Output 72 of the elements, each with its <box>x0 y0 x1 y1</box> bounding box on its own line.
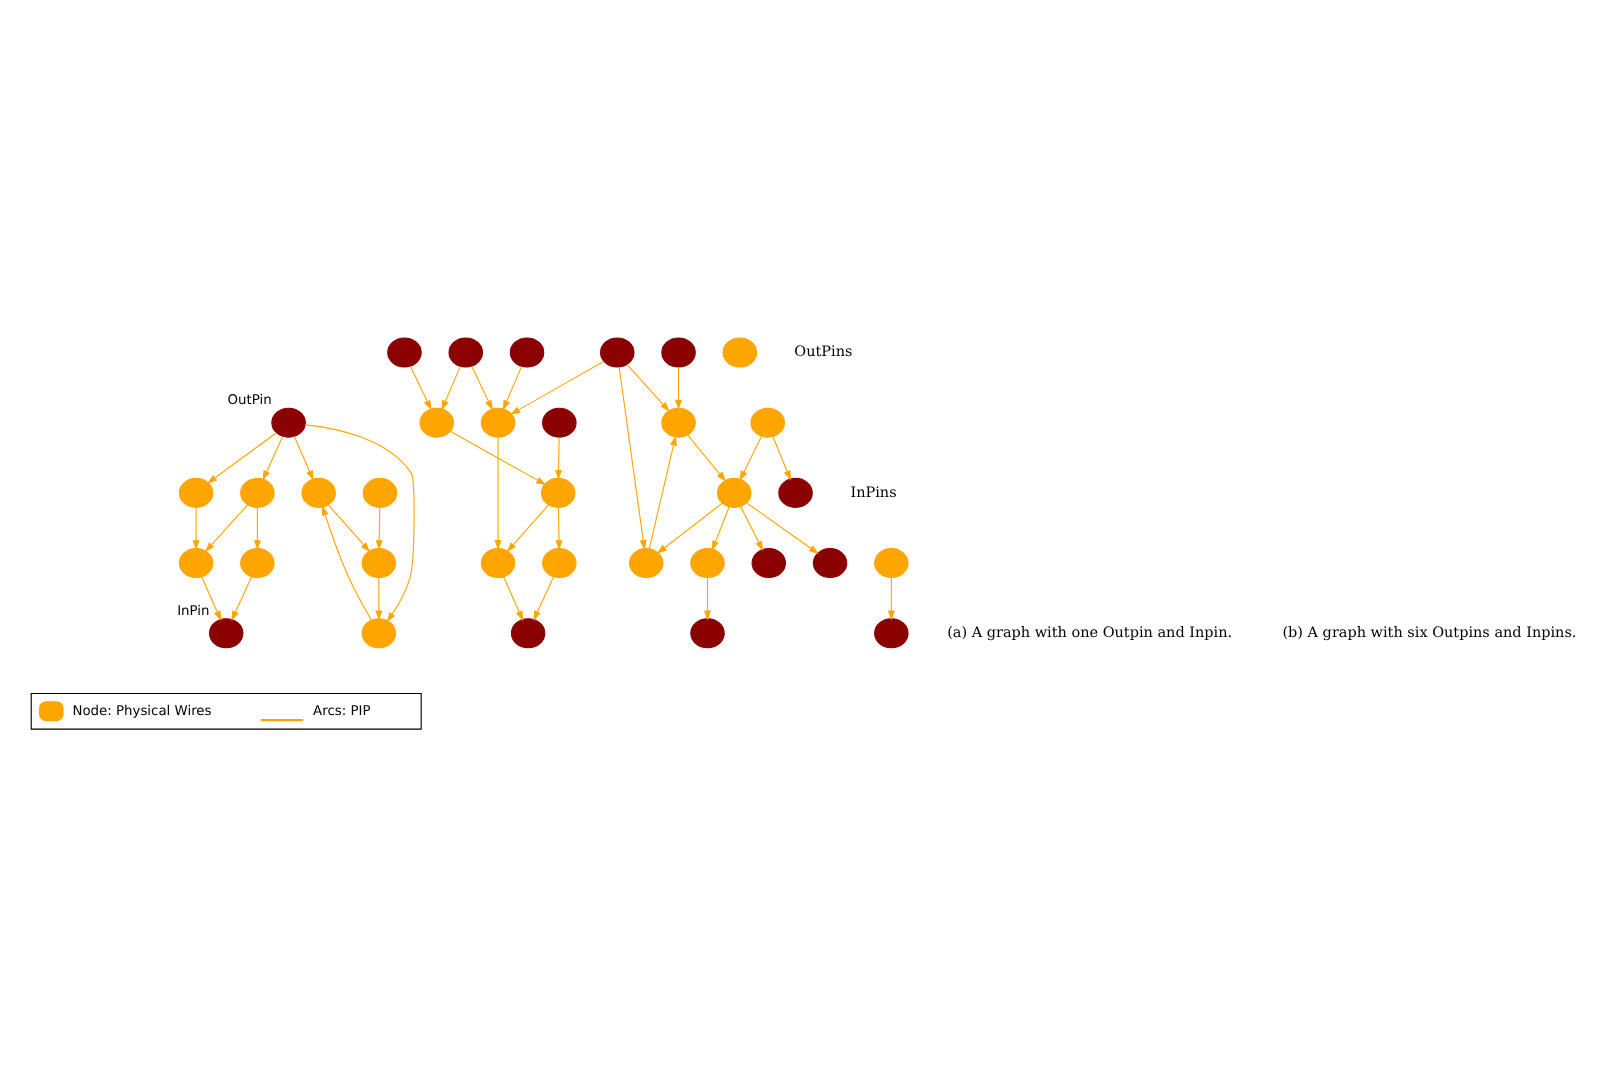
node-circle <box>542 548 577 579</box>
arrow <box>503 576 524 621</box>
node-circle <box>271 407 306 438</box>
node-circle <box>480 407 516 438</box>
node-circle <box>874 618 909 649</box>
node-circle <box>419 407 455 438</box>
arrow <box>375 577 383 621</box>
arrow <box>772 436 791 481</box>
arrow <box>201 576 222 621</box>
node-circle <box>661 407 696 438</box>
node-circle <box>661 337 696 368</box>
node-circle <box>480 548 516 579</box>
arrow <box>687 434 726 482</box>
node-circle <box>509 337 545 368</box>
node-circle <box>690 618 725 649</box>
node-circle <box>812 548 848 579</box>
arrow <box>327 504 371 553</box>
node-circle <box>722 337 758 368</box>
arrow <box>494 437 502 550</box>
node-circle <box>240 548 275 579</box>
arrow <box>739 435 763 481</box>
arrow <box>555 436 563 481</box>
arrow <box>711 506 730 551</box>
node-circle <box>448 337 483 368</box>
arrow <box>441 365 461 411</box>
arrow <box>555 506 563 551</box>
arrow <box>506 504 550 553</box>
arrow <box>648 435 677 550</box>
node-circle <box>751 548 787 579</box>
node-circle <box>240 477 275 508</box>
node-circle <box>510 618 546 649</box>
arrow <box>409 365 432 411</box>
arrow <box>262 436 284 481</box>
arrow <box>533 576 554 621</box>
arrow <box>205 504 249 553</box>
arrow <box>207 432 277 484</box>
node-circle <box>542 407 577 438</box>
arrow <box>471 365 493 411</box>
node-circle <box>540 477 576 508</box>
arrow <box>656 502 723 554</box>
arrow <box>375 506 383 551</box>
arrow <box>887 577 895 621</box>
arrow <box>626 364 670 412</box>
node-circle <box>387 337 422 368</box>
arrow <box>192 506 200 551</box>
node-circle <box>717 477 752 508</box>
arrow <box>321 505 372 621</box>
node-circle <box>301 477 336 508</box>
arrow <box>293 436 314 481</box>
node-circle <box>628 548 664 579</box>
node-circle <box>208 618 244 649</box>
node-circle <box>690 548 725 579</box>
node-circle <box>361 618 397 649</box>
node-circle <box>874 548 909 579</box>
node-circle <box>361 548 397 579</box>
arrow <box>253 506 261 551</box>
arrow <box>510 360 605 415</box>
arrow <box>675 366 683 410</box>
node-circle <box>362 477 398 508</box>
node-circle <box>178 548 214 579</box>
arrow <box>618 366 647 551</box>
arrow <box>231 576 253 621</box>
node-circle <box>600 337 635 368</box>
arrow <box>304 424 415 623</box>
arrow <box>704 577 712 621</box>
node-circle <box>778 477 813 508</box>
node-circle <box>178 477 214 508</box>
arrow <box>740 505 764 552</box>
arrow <box>449 430 547 486</box>
node-circle <box>750 407 785 438</box>
arrow <box>746 502 819 555</box>
arrow <box>502 365 523 411</box>
